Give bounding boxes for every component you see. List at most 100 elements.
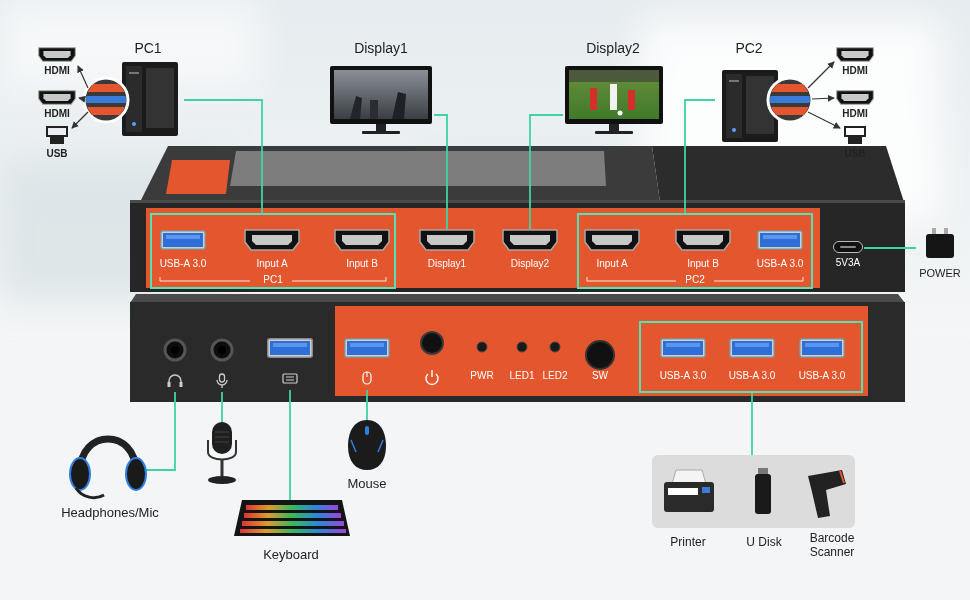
pc2-illustration	[732, 128, 736, 132]
pc2-port-closeup	[808, 112, 840, 128]
barcode-scanner-illustration	[840, 471, 844, 483]
device-node: Barcode Scanner	[800, 468, 864, 560]
group-bracket	[714, 277, 803, 281]
kvm-top-ports	[335, 230, 389, 250]
group-label: PC1	[263, 274, 282, 286]
kvm-top-ports	[245, 230, 299, 250]
display2-illustration	[565, 66, 663, 124]
device-label: Headphones/Mic	[61, 506, 159, 521]
port-node: Input B	[333, 229, 391, 270]
pc1-illustration	[146, 68, 174, 128]
kvm-top-unit	[230, 151, 606, 186]
audio-jacks	[217, 380, 227, 388]
device-node: U Disk	[738, 468, 790, 550]
display2-illustration	[569, 70, 659, 82]
power-adapter-illustration	[944, 228, 948, 235]
pc2-port-closeup	[768, 78, 812, 122]
pc1-port-closeup	[84, 84, 128, 92]
keyboard-illustration	[244, 513, 341, 518]
pc1-port-closeup	[47, 127, 67, 136]
headset-illustration	[76, 488, 104, 498]
indicator-leds	[477, 342, 560, 352]
connector	[434, 115, 447, 229]
display1-illustration	[334, 70, 428, 119]
microphone-illustration	[212, 422, 232, 454]
device-label: Display2	[586, 40, 640, 56]
device-label: Keyboard	[263, 548, 319, 563]
mouse-port	[367, 372, 368, 377]
barcode-scanner-illustration	[808, 470, 846, 518]
blurred-background	[0, 0, 940, 300]
port-type-label: HDMI	[44, 108, 70, 120]
port-type-label: USB	[46, 148, 67, 160]
pc2-port-closeup	[768, 96, 812, 103]
microphone-illustration	[221, 460, 224, 476]
display2-illustration	[590, 88, 597, 110]
port-label: LED1	[509, 370, 534, 382]
pc1-port-closeup	[84, 78, 128, 122]
port-label: USB-A 3.0	[757, 258, 804, 270]
port-label: PWR	[470, 370, 493, 382]
port-label: USB-A 3.0	[799, 370, 846, 382]
pc2-port-closeup	[848, 136, 862, 144]
pc2-port-closeup	[837, 48, 874, 62]
barcode-scanner-illustration	[808, 470, 846, 518]
usb-disk-illustration	[755, 474, 771, 514]
port-node: USB-A 3.0	[159, 230, 208, 270]
kvm-bottom-usb-ports	[730, 339, 775, 358]
mouse-illustration	[348, 420, 386, 470]
device-node: Display2	[563, 40, 663, 135]
port-label: Input B	[687, 258, 719, 270]
kvm-top-ports	[161, 230, 863, 253]
connector	[530, 115, 563, 229]
microphone-illustration	[208, 440, 236, 460]
pc1-port-closeup	[72, 112, 88, 128]
power-button	[421, 332, 443, 384]
keyboard-illustration	[246, 505, 338, 510]
mouse-illustration	[348, 420, 386, 470]
audio-jacks	[220, 374, 225, 382]
headset-illustration	[126, 458, 146, 490]
pc1-port-closeup	[79, 98, 84, 99]
display1-illustration	[350, 96, 362, 119]
indicator-leds	[550, 342, 560, 352]
switch-button	[586, 341, 614, 369]
kvm-bottom-usb-ports	[640, 322, 862, 392]
pc2-port-closeup	[812, 98, 834, 99]
device-label: Barcode Scanner	[800, 532, 864, 560]
connector	[685, 100, 715, 213]
microphone-illustration	[208, 422, 236, 484]
kvm-top-ports	[676, 230, 730, 250]
pc2-port-closeup	[845, 127, 865, 136]
pc2-port-closeup	[768, 107, 812, 115]
printer-illustration	[702, 487, 710, 493]
port-node: LED2	[541, 342, 569, 382]
display1-illustration	[362, 131, 400, 134]
mouse-illustration	[365, 426, 369, 435]
pc1-port-closeup	[84, 107, 128, 115]
mouse-illustration	[351, 440, 383, 452]
device-label: POWER	[919, 267, 961, 280]
device-node: Headphones/Mic	[55, 435, 165, 521]
port-node: USB-A 3.0	[756, 230, 805, 270]
kvm-top-ports	[420, 230, 474, 250]
port-node: Input B	[674, 229, 732, 270]
device-node: PC2	[715, 40, 783, 142]
port-label: Display2	[511, 258, 549, 270]
power-adapter-illustration	[926, 228, 954, 258]
display2-illustration	[618, 111, 623, 116]
device-node: PC1	[112, 40, 184, 135]
kvm-top-ports	[161, 231, 206, 250]
device-node: Mouse	[340, 418, 394, 492]
power-button	[421, 332, 443, 354]
pc1-port-closeup	[84, 84, 128, 115]
audio-jacks	[165, 340, 232, 388]
group-bracket	[292, 277, 386, 281]
port-label: USB-A 3.0	[660, 370, 707, 382]
device-node: Keyboard	[232, 495, 350, 563]
indicator-leds	[517, 342, 527, 352]
port-node: USB-A 3.0	[728, 338, 777, 382]
port-node: PWR	[469, 342, 495, 382]
mouse-port	[345, 339, 390, 358]
